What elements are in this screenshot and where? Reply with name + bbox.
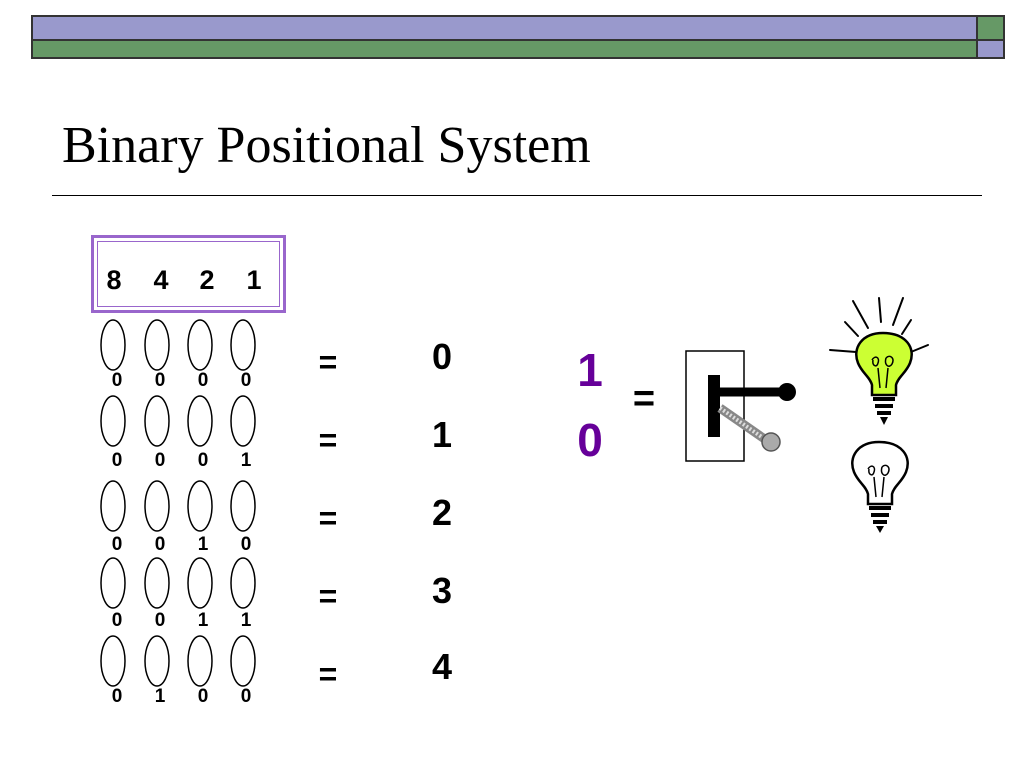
bit-oval: [100, 480, 126, 532]
decimal-value: 4: [431, 646, 453, 687]
equals-sign: =: [318, 500, 338, 536]
bit-digit: 0: [197, 370, 209, 391]
bit-digit: 1: [197, 610, 209, 631]
corner-square-lower: [978, 41, 1005, 59]
bit-digit: 0: [111, 450, 123, 471]
top-band-upper: [31, 15, 978, 41]
binary-zero-label: 0: [577, 414, 603, 466]
bit-oval: [230, 480, 256, 532]
bit-oval: [100, 557, 126, 609]
bit-digit: 0: [111, 610, 123, 631]
place-value-4: 4: [153, 265, 169, 295]
bit-oval: [230, 395, 256, 447]
bit-oval: [144, 395, 170, 447]
equals-sign: =: [318, 656, 338, 692]
place-value-1: 1: [246, 265, 262, 295]
decimal-value: 3: [431, 570, 453, 611]
place-value-2: 2: [199, 265, 215, 295]
bit-digit: 0: [154, 610, 166, 631]
place-value-8: 8: [106, 265, 122, 295]
switch-equals-sign: =: [632, 378, 656, 420]
bit-digit: 0: [154, 370, 166, 391]
bit-digit: 0: [111, 370, 123, 391]
bit-oval: [144, 635, 170, 687]
bit-digit: 0: [154, 450, 166, 471]
equals-sign: =: [318, 578, 338, 614]
bit-oval: [144, 319, 170, 371]
bit-digit: 0: [111, 534, 123, 555]
decimal-value: 2: [431, 492, 453, 533]
bit-oval: [187, 635, 213, 687]
title-underline: [52, 195, 982, 196]
equals-sign: =: [318, 344, 338, 380]
bit-digit: 1: [197, 534, 209, 555]
bit-oval: [230, 319, 256, 371]
bit-digit: 0: [240, 534, 252, 555]
bit-digit: 1: [154, 686, 166, 707]
bit-oval: [100, 395, 126, 447]
bit-digit: 1: [240, 450, 252, 471]
bit-oval: [144, 557, 170, 609]
bit-digit: 0: [197, 686, 209, 707]
bit-oval: [144, 480, 170, 532]
bit-oval: [187, 557, 213, 609]
bit-digit: 0: [240, 370, 252, 391]
binary-one-label: 1: [577, 344, 603, 396]
bit-oval: [230, 635, 256, 687]
top-decorative-bar: [31, 15, 1005, 59]
decimal-value: 0: [431, 336, 453, 377]
bit-digit: 0: [240, 686, 252, 707]
slide-title: Binary Positional System: [62, 117, 591, 174]
decimal-value: 1: [431, 414, 453, 455]
bit-oval: [187, 395, 213, 447]
bit-oval: [100, 319, 126, 371]
bit-oval: [100, 635, 126, 687]
corner-square-upper: [978, 15, 1005, 41]
bit-digit: 0: [111, 686, 123, 707]
bit-oval: [187, 319, 213, 371]
bit-oval: [187, 480, 213, 532]
bit-digit: 1: [240, 610, 252, 631]
bit-oval: [230, 557, 256, 609]
place-value-box: [91, 235, 286, 313]
bit-digit: 0: [154, 534, 166, 555]
bit-digit: 0: [197, 450, 209, 471]
top-band-lower: [31, 41, 978, 59]
equals-sign: =: [318, 422, 338, 458]
